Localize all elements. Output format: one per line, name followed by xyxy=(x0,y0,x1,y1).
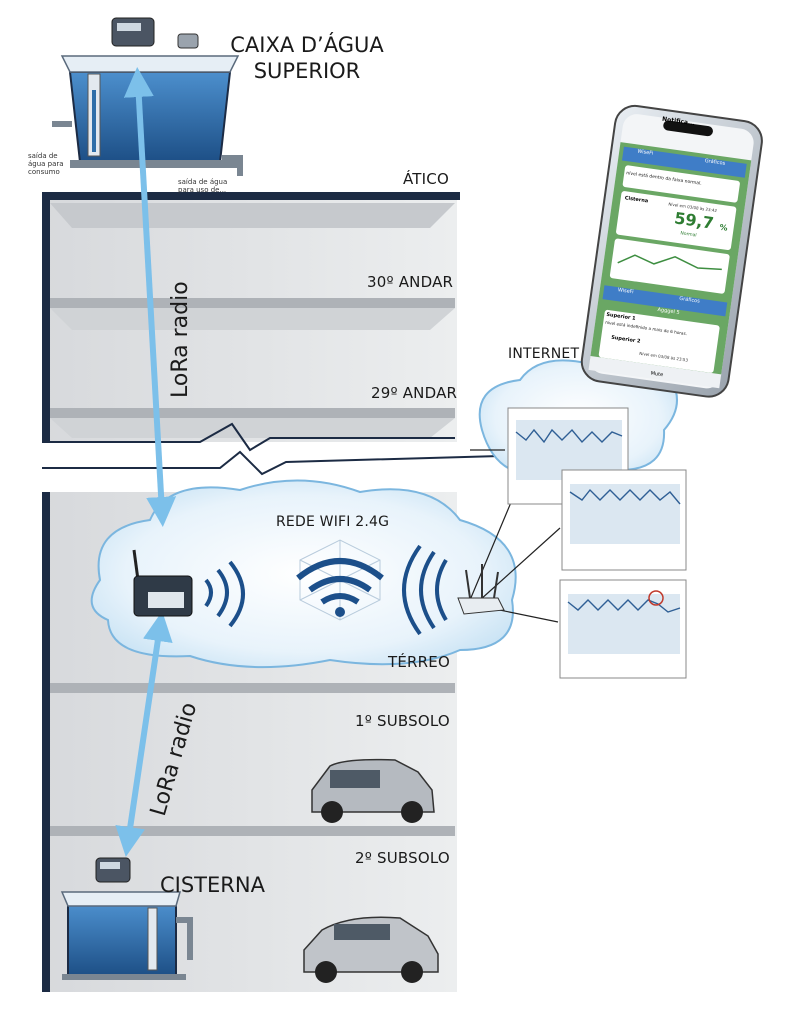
floor-label-ground: TÉRREO xyxy=(388,653,450,671)
floor-label-29: 29º ANDAR xyxy=(371,384,458,402)
phone-card-name: Cisterna xyxy=(624,195,649,205)
wifi-network-label: REDE WIFI 2.4G xyxy=(276,514,390,530)
phone-tab-charts: Gráficos xyxy=(704,157,726,167)
phone-alert2-time: Nível em 03/08 às 23:53 xyxy=(638,350,689,363)
smartphone xyxy=(580,104,763,398)
lora-link-top xyxy=(123,67,177,527)
phone-tab-charts-2: Gráficos xyxy=(678,295,701,305)
phone-status-message: nível está dentro da faixa normal. xyxy=(625,171,702,187)
phone-alert-message: nível está indefinido a mais de 6 horas. xyxy=(604,319,688,337)
upper-tank-title: CAIXA D’ÁGUA SUPERIOR xyxy=(230,33,384,83)
floor-label-attic: ÁTICO xyxy=(403,170,449,188)
sedan-car-icon xyxy=(303,916,439,983)
lora-link-bottom xyxy=(115,611,173,857)
suv-car-icon xyxy=(311,758,435,823)
floor-label-b1: 1º SUBSOLO xyxy=(355,712,450,730)
lora-gateway-icon xyxy=(132,549,245,628)
upper-tank-right-outlet-label: saída de água para uso de... xyxy=(178,178,228,194)
wifi-router-icon xyxy=(402,544,505,636)
chart-thumbnail-2 xyxy=(561,469,687,571)
phone-alert2-title: Superior 2 xyxy=(610,334,641,345)
phone-level-unit: % xyxy=(719,222,729,233)
upper-tank-left-outlet-label: saída de água para consumo xyxy=(28,152,64,176)
phone-bottom-label: Mute xyxy=(650,370,664,379)
wifi-icon xyxy=(296,539,384,621)
upper-water-tank xyxy=(52,17,243,176)
chart-thumbnail-3 xyxy=(559,579,687,679)
lora-label-top: LoRa radio xyxy=(168,281,193,398)
phone-app-title: Notifica... xyxy=(661,115,696,128)
floor-label-30: 30º ANDAR xyxy=(367,273,454,291)
upper-building xyxy=(42,192,501,476)
cistern-title: CISTERNA xyxy=(160,873,265,897)
phone-level-value: 59,7 xyxy=(673,208,715,233)
phone-tab-wifi: WiseFi xyxy=(636,148,654,157)
phone-tab-wifi-2: WiseFi xyxy=(617,287,634,296)
phone-status-badge: Normal xyxy=(680,231,697,239)
floor-label-b2: 2º SUBSOLO xyxy=(355,849,450,867)
internet-label: INTERNET xyxy=(508,346,580,362)
cistern-tank xyxy=(60,857,193,980)
phone-group-tab: Agggel 5 xyxy=(657,306,680,316)
